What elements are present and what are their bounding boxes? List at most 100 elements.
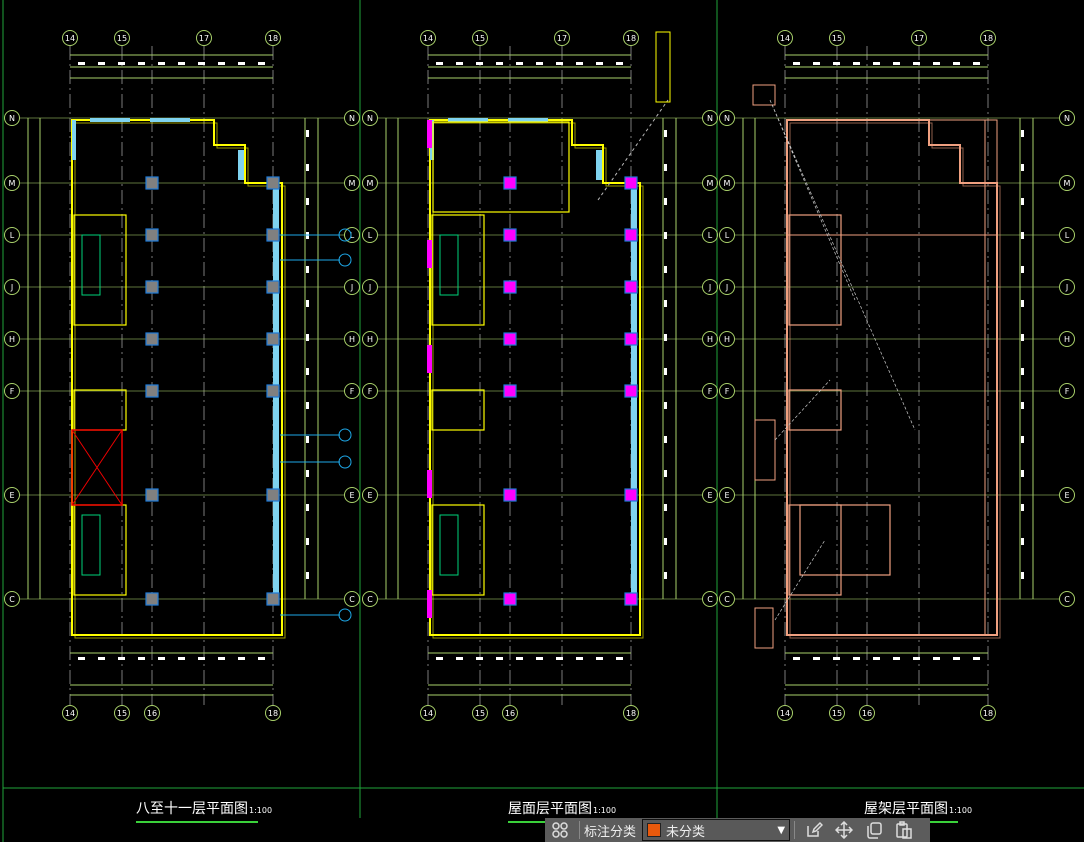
structural-column <box>145 488 159 502</box>
layout-icon[interactable] <box>545 818 575 842</box>
grid-row-label-right-circle <box>702 227 718 243</box>
grid-column-label-bottom: 15 <box>832 709 842 718</box>
grid-row-label-right: C <box>707 595 713 604</box>
exterior-wall <box>786 119 998 636</box>
parapet-marker <box>427 345 432 373</box>
dimension-tick-mark <box>664 504 667 511</box>
dimension-tick-mark <box>306 470 309 477</box>
dimension-tick-mark <box>306 504 309 511</box>
grid-column-label-top: 18 <box>268 34 278 43</box>
grid-column-label-bottom-circle <box>623 705 639 721</box>
grid-row-label-right: F <box>1065 387 1070 396</box>
structural-column <box>145 176 159 190</box>
structural-column <box>145 384 159 398</box>
parapet-marker <box>427 120 432 148</box>
grid-row-label-right-circle <box>1059 383 1075 399</box>
grid-row-label-right-circle <box>702 175 718 191</box>
roof-machine-room <box>432 121 570 213</box>
structural-column <box>503 228 517 242</box>
dimension-tick-mark <box>436 62 443 65</box>
drawing-title-text: 八至十一层平面图 <box>136 801 248 817</box>
structural-column <box>624 228 638 242</box>
structural-column <box>624 384 638 398</box>
shaft-hatch-cross <box>71 429 123 506</box>
grid-row-label-left-circle <box>362 331 378 347</box>
copy-icon[interactable] <box>859 818 889 842</box>
structural-column <box>266 176 280 190</box>
dimension-tick-mark <box>576 62 583 65</box>
structural-column <box>624 488 638 502</box>
dimension-tick-mark <box>664 300 667 307</box>
window <box>238 150 244 180</box>
grid-row-label-left-circle <box>362 279 378 295</box>
edit-icon[interactable] <box>799 818 829 842</box>
grid-row-label-right-circle <box>344 175 360 191</box>
grid-column-label-top: 17 <box>199 34 209 43</box>
dimension-tick-mark <box>476 62 483 65</box>
dimension-tick-mark <box>1021 266 1024 273</box>
grid-column-label-bottom: 16 <box>147 709 157 718</box>
category-label: 标注分类 <box>584 824 637 840</box>
dimension-tick-mark <box>913 62 920 65</box>
grid-column-label-top-circle <box>911 30 927 46</box>
grid-row-label-right: M <box>349 179 356 188</box>
move-icon[interactable] <box>829 818 859 842</box>
grid-row-label-right-circle <box>702 331 718 347</box>
dimension-tick-mark <box>138 657 145 660</box>
callout-bubble <box>338 253 352 267</box>
grid-row-label-left: F <box>10 387 15 396</box>
dimension-tick-mark <box>178 62 185 65</box>
dimension-tick-mark <box>1021 300 1024 307</box>
window <box>448 118 488 122</box>
drawing-title-text: 屋架层平面图 <box>864 801 948 817</box>
grid-column-label-bottom: 18 <box>268 709 278 718</box>
grid-column-label-top-circle <box>62 30 78 46</box>
exterior-wall-inner <box>74 122 286 639</box>
parapet-marker <box>427 590 432 618</box>
drawing-title-1: 八至十一层平面图1:100 <box>136 798 272 823</box>
exterior-wall <box>71 119 283 636</box>
dimension-tick-mark <box>306 538 309 545</box>
callout-bubble <box>338 228 352 242</box>
dimension-tick-mark <box>198 657 205 660</box>
category-dropdown[interactable]: 未分类 ▼ <box>642 819 791 841</box>
stair-core <box>788 504 842 596</box>
grid-row-label-right: L <box>350 231 355 240</box>
dimension-tick-mark <box>953 657 960 660</box>
drawing-title-3: 屋架层平面图1:100 <box>864 798 972 823</box>
grid-row-label-left: E <box>367 491 372 500</box>
dimension-tick-mark <box>833 657 840 660</box>
structural-column <box>266 488 280 502</box>
grid-column-label-top-circle <box>980 30 996 46</box>
dimension-tick-mark <box>536 62 543 65</box>
paste-icon[interactable] <box>889 818 919 842</box>
structural-column <box>503 280 517 294</box>
callout-bubble <box>338 428 352 442</box>
window <box>72 120 76 160</box>
grid-row-label-right: E <box>349 491 354 500</box>
dimension-tick-mark <box>616 62 623 65</box>
grid-row-label-left: N <box>724 114 730 123</box>
dimension-tick-mark <box>456 62 463 65</box>
grid-column-label-top-circle <box>114 30 130 46</box>
dimension-tick-mark <box>306 266 309 273</box>
dimension-tick-mark <box>496 657 503 660</box>
callout-bubble <box>338 608 352 622</box>
grid-row-label-left: C <box>724 595 730 604</box>
grid-row-label-right: J <box>350 283 353 292</box>
grid-row-label-left: F <box>368 387 373 396</box>
dimension-tick-mark <box>456 657 463 660</box>
grid-row-label-right: F <box>350 387 355 396</box>
grid-column-label-bottom-circle <box>62 705 78 721</box>
grid-row-label-right-circle <box>344 227 360 243</box>
dimension-tick-mark <box>1021 402 1024 409</box>
grid-row-label-left-circle <box>719 591 735 607</box>
grid-column-label-top: 14 <box>65 34 75 43</box>
annotation-toolbar: 标注分类 未分类 ▼ <box>545 818 930 842</box>
dimension-tick-mark <box>873 62 880 65</box>
grid-row-label-left: F <box>725 387 730 396</box>
dimension-tick-mark <box>664 266 667 273</box>
dimension-tick-mark <box>198 62 205 65</box>
dimension-tick-mark <box>576 657 583 660</box>
